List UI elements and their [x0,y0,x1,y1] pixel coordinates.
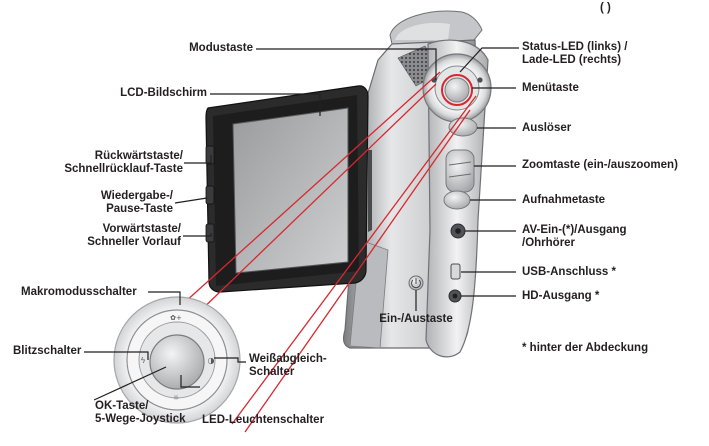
label-mode-button: Modustaste [189,42,253,54]
svg-text:☼: ☼ [173,394,179,402]
top-fragment-text: ( ) [600,2,611,14]
label-shutter: Auslöser [522,122,572,134]
label-lcd-screen: LCD-Bildschirm [120,87,207,99]
callout-lines [84,47,519,401]
label-ok-joystick: OK-Taste/ 5-Wege-Joystick [95,400,186,425]
svg-text:✿+: ✿+ [170,314,182,322]
label-av-in-out: AV-Ein-(*)/Ausgang /Ohrhörer [522,224,627,249]
label-forward-button: Vorwärtstaste/ Schneller Vorlauf [87,223,181,248]
label-flash-switch: Blitzschalter [13,345,82,357]
label-white-balance-switch: Weißabgleich- Schalter [249,353,327,378]
svg-text:ϟ: ϟ [140,356,145,365]
svg-text:◑: ◑ [208,356,215,365]
dial-highlight-circle [441,74,473,106]
label-macro-switch: Makromodusschalter [21,286,137,298]
label-rewind-button: Rückwärtstaste/ Schnellrücklauf-Taste [64,150,183,175]
lcd-panel [205,85,372,293]
label-footnote: * hinter der Abdeckung [522,342,649,354]
label-record-button: Aufnahmetaste [522,194,606,206]
label-usb-port: USB-Anschluss * [522,266,616,278]
label-menu-button: Menütaste [522,82,579,94]
camera-body [343,10,492,358]
joystick-closeup: ✿+ ϟ ◑ ☼ [113,296,241,424]
label-zoom-button: Zoomtaste (ein-/auszoomen) [522,159,678,171]
label-power-button: Ein-/Austaste [379,313,453,325]
label-status-led: Status-LED (links) / Lade-LED (rechts) [522,41,628,66]
label-hd-out: HD-Ausgang * [522,290,600,302]
label-led-light-switch: LED-Leuchtenschalter [202,414,325,426]
magnifier-lines [184,71,477,433]
label-play-pause-button: Wiedergabe-/ Pause-Taste [100,190,173,215]
